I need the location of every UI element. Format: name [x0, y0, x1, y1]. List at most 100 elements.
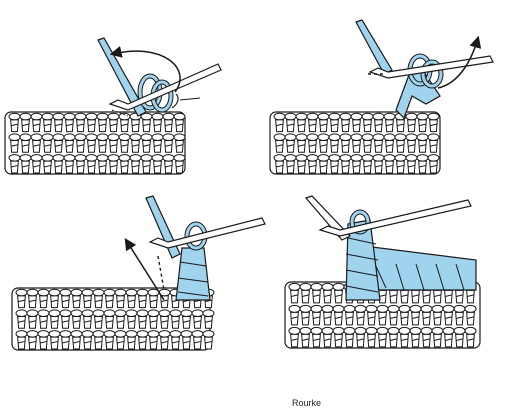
stitch-post [323, 311, 332, 326]
stitch-top-loop [96, 133, 109, 142]
stitch-top-loop [114, 288, 127, 297]
stitch-post [17, 336, 26, 350]
yarn-strand [145, 195, 181, 259]
stitch-post [422, 311, 431, 326]
stitch-top-loop [317, 154, 330, 162]
stitch-post [175, 119, 184, 133]
stitch-post [312, 289, 321, 304]
stitch-post [396, 119, 405, 133]
stitch-post [54, 160, 63, 174]
stitch-top-loop [118, 133, 131, 142]
stitch-top-loop [85, 112, 98, 121]
stitch-top-loop [63, 154, 76, 162]
stitch-post [367, 311, 376, 326]
stitch-post [378, 333, 387, 348]
stitch-top-loop [361, 154, 374, 162]
stitch-post [94, 295, 103, 309]
stitch-top-loop [284, 154, 297, 162]
curved-arrow [109, 46, 181, 93]
stitch-post [83, 295, 92, 309]
stitch-post [389, 333, 398, 348]
stitch-post [433, 311, 442, 326]
stitch-post [149, 295, 158, 309]
stitch-post [466, 311, 475, 326]
stitch-top-loop [92, 288, 105, 297]
stitch-post [312, 333, 321, 348]
stitch-post [142, 119, 151, 133]
stitch-top-loop [48, 309, 61, 318]
stitch-top-loop [328, 154, 341, 162]
stitch-post [171, 336, 180, 350]
stitch-top-loop [125, 309, 138, 318]
stitch-top-loop [317, 133, 330, 142]
stitch-top-loop [416, 154, 429, 162]
stitch-post [72, 316, 81, 329]
stitch-post [407, 119, 416, 133]
stitch-post [39, 336, 48, 350]
stitch-post [138, 316, 147, 329]
stitch-post [72, 295, 81, 309]
stitch-post [116, 316, 125, 329]
stitch-top-loop [136, 288, 149, 297]
stitch-top-loop [15, 330, 28, 338]
stitch-top-loop [59, 288, 72, 297]
stitch-post [429, 140, 438, 153]
stitch-top-loop [387, 326, 400, 335]
panel-step-1 [4, 37, 222, 175]
stitch-top-loop [41, 154, 54, 162]
stitch-top-loop [405, 112, 418, 121]
stitch-top-loop [41, 133, 54, 142]
stitch-top-loop [350, 154, 363, 162]
stitch-top-loop [85, 133, 98, 142]
stitch-top-loop [19, 133, 32, 142]
yarn-strand [355, 19, 393, 75]
stitch-post [323, 289, 332, 304]
stitch-post [319, 119, 328, 133]
stitch-post [301, 311, 310, 326]
stitch-post [131, 160, 140, 174]
stitch-top-loop [96, 112, 109, 121]
stitch-top-loop [202, 309, 215, 318]
stitch-post [418, 140, 427, 153]
stitch-top-loop [383, 112, 396, 121]
stitch-post [275, 160, 284, 174]
stitch-top-loop [339, 154, 352, 162]
stitch-post [389, 289, 398, 304]
stitch-top-loop [19, 154, 32, 162]
stitch-top-loop [107, 154, 120, 162]
stitch-top-loop [48, 330, 61, 338]
fabric-swatch [269, 111, 441, 175]
stitch-top-loop [92, 309, 105, 318]
stitch-post [286, 160, 295, 174]
stitch-top-loop [151, 133, 164, 142]
stitch-post [116, 295, 125, 309]
stitch-post [297, 119, 306, 133]
stitch-top-loop [376, 304, 389, 313]
stitch-top-loop [129, 154, 142, 162]
stitch-post [395, 71, 441, 120]
stitch-top-loop [350, 133, 363, 142]
stitch-post [43, 119, 52, 133]
stitch-post [171, 316, 180, 329]
stitch-post [345, 219, 381, 301]
stitch-post [61, 295, 70, 309]
stitch-top-loop [41, 112, 54, 121]
stitch-top-loop [169, 309, 182, 318]
stitch-top-loop [92, 330, 105, 338]
stitch-post [319, 140, 328, 153]
stitch-top-loop [15, 309, 28, 318]
stitch-top-loop [30, 133, 43, 142]
stitch-top-loop [416, 133, 429, 142]
stitch-top-loop [273, 154, 286, 162]
stitch-top-loop [52, 154, 65, 162]
stitch-post [17, 295, 26, 309]
stitch-top-loop [442, 304, 455, 313]
stitch-post [138, 336, 147, 350]
stitch-top-loop [321, 304, 334, 313]
stitch-post [175, 140, 184, 153]
stitch-post [164, 119, 173, 133]
stitch-top-loop [361, 133, 374, 142]
stitch-post [39, 316, 48, 329]
stitch-top-loop [147, 330, 160, 338]
stitch-post [142, 160, 151, 174]
